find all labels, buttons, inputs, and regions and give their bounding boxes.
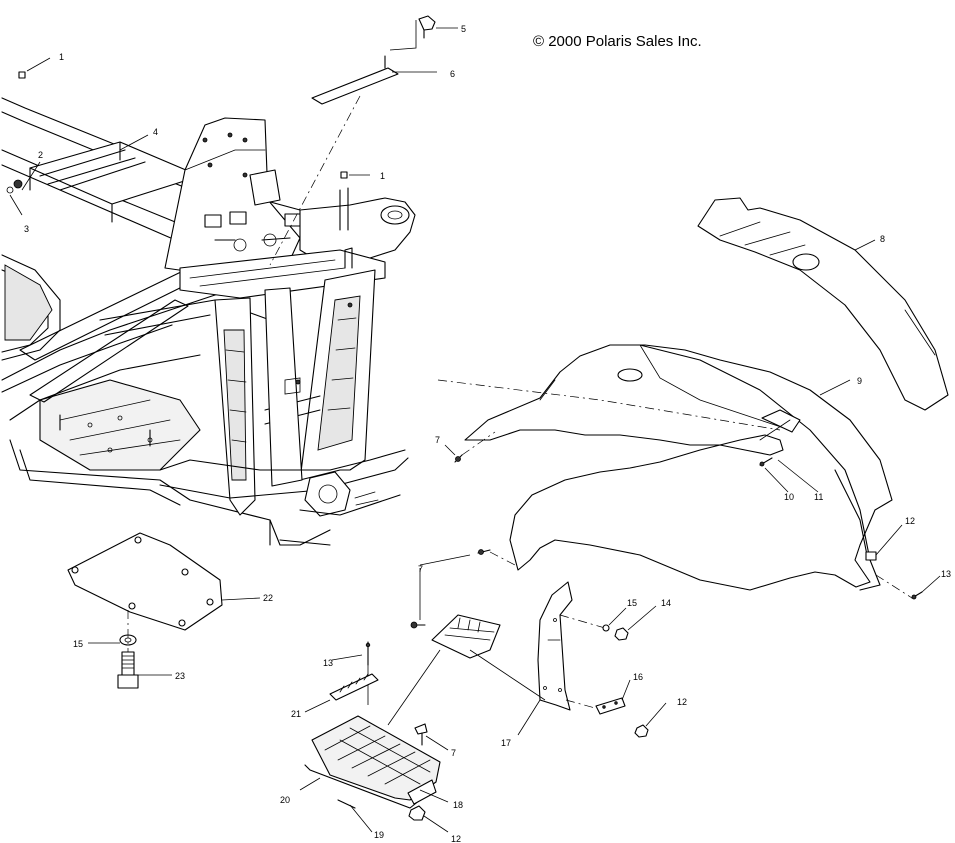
bumper-plate-6 xyxy=(311,55,399,105)
leader-12b xyxy=(645,702,667,727)
leader-16 xyxy=(621,679,631,701)
callout-11: 11 xyxy=(814,492,823,502)
leader-14 xyxy=(627,605,657,631)
centerline-7b xyxy=(489,551,516,566)
callout-3: 3 xyxy=(24,224,29,234)
callout-4: 4 xyxy=(153,127,158,137)
leader-22 xyxy=(221,597,261,601)
strip-19 xyxy=(337,799,356,809)
callout-12a: 12 xyxy=(905,516,915,526)
leader-13b xyxy=(921,575,941,593)
leader-5b xyxy=(389,20,417,51)
leader-21 xyxy=(304,699,331,713)
callout-21: 21 xyxy=(291,709,301,719)
callout-1a: 1 xyxy=(59,52,64,62)
callout-17: 17 xyxy=(501,738,511,748)
screw-7c xyxy=(410,621,426,629)
leader-12a xyxy=(875,524,903,556)
frame-assembly xyxy=(1,97,416,546)
clip-12a xyxy=(865,551,877,561)
centerline-7a xyxy=(461,431,496,456)
callout-23: 23 xyxy=(175,671,185,681)
nut-12c xyxy=(408,805,426,821)
callout-12b: 12 xyxy=(677,697,687,707)
callout-15b: 15 xyxy=(627,598,637,608)
centerline-13b xyxy=(875,574,913,599)
leader-1a xyxy=(26,57,51,72)
leader-10 xyxy=(764,467,789,493)
callout-2: 2 xyxy=(38,150,43,160)
footrest-20 xyxy=(304,715,441,809)
leader-19 xyxy=(349,804,373,833)
callout-7b: 7 xyxy=(418,564,423,574)
callout-22: 22 xyxy=(263,593,273,603)
callout-8: 8 xyxy=(880,234,885,244)
callout-7a: 7 xyxy=(435,435,440,445)
callout-15a: 15 xyxy=(73,639,83,649)
mud-flap-17 xyxy=(537,581,573,711)
screw-7b xyxy=(477,549,491,555)
centerline-16 xyxy=(565,699,596,709)
callout-16: 16 xyxy=(633,672,643,682)
tread-strip-21 xyxy=(329,673,379,701)
leader-17 xyxy=(517,699,541,736)
nut-1a xyxy=(18,71,26,79)
callout-numbers: 1 1 2 3 4 5 6 7 7 7 8 9 10 11 12 12 12 1… xyxy=(24,24,951,843)
leader-2 xyxy=(21,161,41,191)
plate-16 xyxy=(595,697,626,715)
callout-19: 19 xyxy=(374,830,384,840)
callout-13a: 13 xyxy=(323,658,333,668)
centerline-15b xyxy=(559,614,606,629)
callout-5: 5 xyxy=(461,24,466,34)
fender-cover-8 xyxy=(697,197,949,411)
callout-14: 14 xyxy=(661,598,671,608)
leader-7a xyxy=(444,444,456,456)
nut-1b xyxy=(340,171,348,179)
leader-9 xyxy=(819,379,851,396)
front-fender-9 xyxy=(464,344,893,591)
leader-13a xyxy=(331,654,363,661)
button-fastener-5 xyxy=(418,15,436,39)
leader-bracket-2 xyxy=(387,649,441,726)
footrest-bracket xyxy=(431,614,501,659)
leader-11 xyxy=(777,459,819,493)
callout-10: 10 xyxy=(784,492,794,502)
callout-1b: 1 xyxy=(380,171,385,181)
leader-20 xyxy=(299,777,321,791)
leader-8 xyxy=(854,239,876,251)
callout-20: 20 xyxy=(280,795,290,805)
screw-13b xyxy=(911,591,923,600)
leader-7d xyxy=(425,735,449,751)
bolt-23 xyxy=(117,651,139,689)
screw-10 xyxy=(759,457,773,467)
callout-6: 6 xyxy=(450,69,455,79)
leader-3 xyxy=(9,194,23,216)
skid-plate-22 xyxy=(67,532,223,631)
callout-13b: 13 xyxy=(941,569,951,579)
leader-bracket xyxy=(469,649,546,701)
leader-12c xyxy=(423,815,449,833)
nut-12b xyxy=(634,724,649,738)
callout-12c: 12 xyxy=(451,834,461,843)
leader-4 xyxy=(119,134,149,151)
callout-7c: 7 xyxy=(451,748,456,758)
leader-7b xyxy=(419,554,471,566)
washer-15b xyxy=(602,624,610,632)
nut-14 xyxy=(614,627,629,641)
screw-7d xyxy=(414,723,428,746)
leader-15b xyxy=(608,607,627,626)
centerline-6 xyxy=(269,95,361,266)
callout-18: 18 xyxy=(453,800,463,810)
screw-7a xyxy=(454,454,463,463)
callout-9: 9 xyxy=(857,376,862,386)
screw-13a xyxy=(365,641,371,666)
leader-18 xyxy=(419,789,449,803)
copyright-text: © 2000 Polaris Sales Inc. xyxy=(533,33,702,50)
